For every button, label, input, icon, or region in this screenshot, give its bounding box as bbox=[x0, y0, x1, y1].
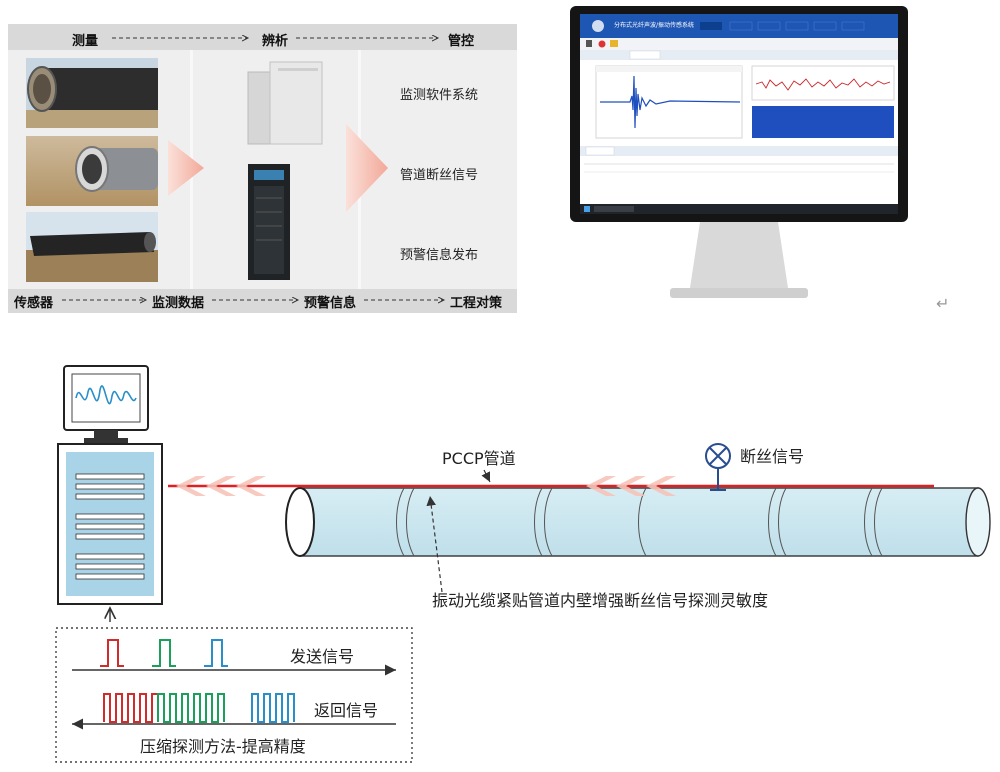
stage-engineering: 工程对策 bbox=[450, 296, 503, 311]
interrogator-cabinet bbox=[57, 443, 163, 605]
fiber-note-pointer bbox=[426, 495, 443, 593]
signal-chevrons-left bbox=[176, 476, 266, 496]
stage-warning-info: 预警信息 bbox=[304, 296, 357, 311]
photo-pipeline-field bbox=[26, 212, 158, 282]
app-logo-icon bbox=[592, 20, 604, 32]
function-software: 监测软件系统 bbox=[400, 88, 479, 103]
stage-control: 管控 bbox=[448, 34, 475, 49]
desktop-monitor: 分布式光纤声波/振动传感系统 bbox=[570, 6, 908, 298]
return-mark: ↵ bbox=[936, 294, 950, 313]
wire-break-label: 断丝信号 bbox=[740, 447, 804, 466]
pipeline-diagram: PCCP管道 断丝信号 振动光缆紧贴管道内壁增强断丝信号探测灵敏度 发送信号 返… bbox=[55, 365, 991, 763]
flow-footer-band bbox=[8, 289, 517, 313]
function-warning: 预警信息发布 bbox=[400, 248, 479, 263]
monitoring-cabinet-icon bbox=[248, 164, 290, 280]
monitor-stand bbox=[690, 222, 788, 288]
monitor-base bbox=[670, 288, 808, 298]
folder-icon bbox=[610, 40, 618, 47]
method-label: 压缩探测方法-提高精度 bbox=[140, 737, 306, 756]
pccp-pointer bbox=[481, 469, 491, 483]
signal-chevrons-right bbox=[586, 476, 676, 496]
send-pulse-blue bbox=[204, 639, 228, 667]
stage-analyze: 辨析 bbox=[262, 34, 289, 49]
send-label: 发送信号 bbox=[290, 647, 354, 666]
send-pulse-red bbox=[100, 639, 124, 667]
return-label: 返回信号 bbox=[314, 701, 378, 720]
spectrum-panel bbox=[751, 65, 895, 101]
function-wire-break: 管道断丝信号 bbox=[400, 168, 479, 183]
heatmap-panel bbox=[752, 106, 894, 138]
pccp-pipe bbox=[285, 487, 991, 557]
photo-pipe-trench bbox=[26, 136, 158, 206]
flow-graphics bbox=[26, 0, 520, 320]
wire-break-icon bbox=[705, 443, 731, 491]
send-pulse-green bbox=[152, 639, 176, 667]
return-train-green bbox=[157, 693, 225, 723]
pccp-label: PCCP管道 bbox=[442, 449, 516, 468]
start-icon bbox=[584, 206, 590, 212]
flow-chevron-1 bbox=[168, 140, 204, 196]
record-icon bbox=[598, 40, 606, 48]
photo-pipes-stacked bbox=[26, 58, 158, 128]
stage-monitor-data: 监测数据 bbox=[152, 296, 205, 311]
stop-icon bbox=[586, 40, 592, 47]
flow-chevron-2 bbox=[346, 124, 388, 212]
return-train-red bbox=[103, 693, 159, 723]
return-train-blue bbox=[251, 693, 295, 723]
fiber-note: 振动光缆紧贴管道内壁增强断丝信号探测灵敏度 bbox=[432, 591, 768, 610]
computer-monitor-icon bbox=[63, 365, 149, 444]
server-pair-icon bbox=[247, 61, 323, 145]
waveform-icon bbox=[75, 385, 137, 405]
stage-measure: 测量 bbox=[72, 34, 99, 49]
stage-sensor: 传感器 bbox=[14, 296, 54, 311]
app-title: 分布式光纤声波/振动传感系统 bbox=[614, 21, 694, 29]
os-taskbar bbox=[580, 204, 898, 214]
